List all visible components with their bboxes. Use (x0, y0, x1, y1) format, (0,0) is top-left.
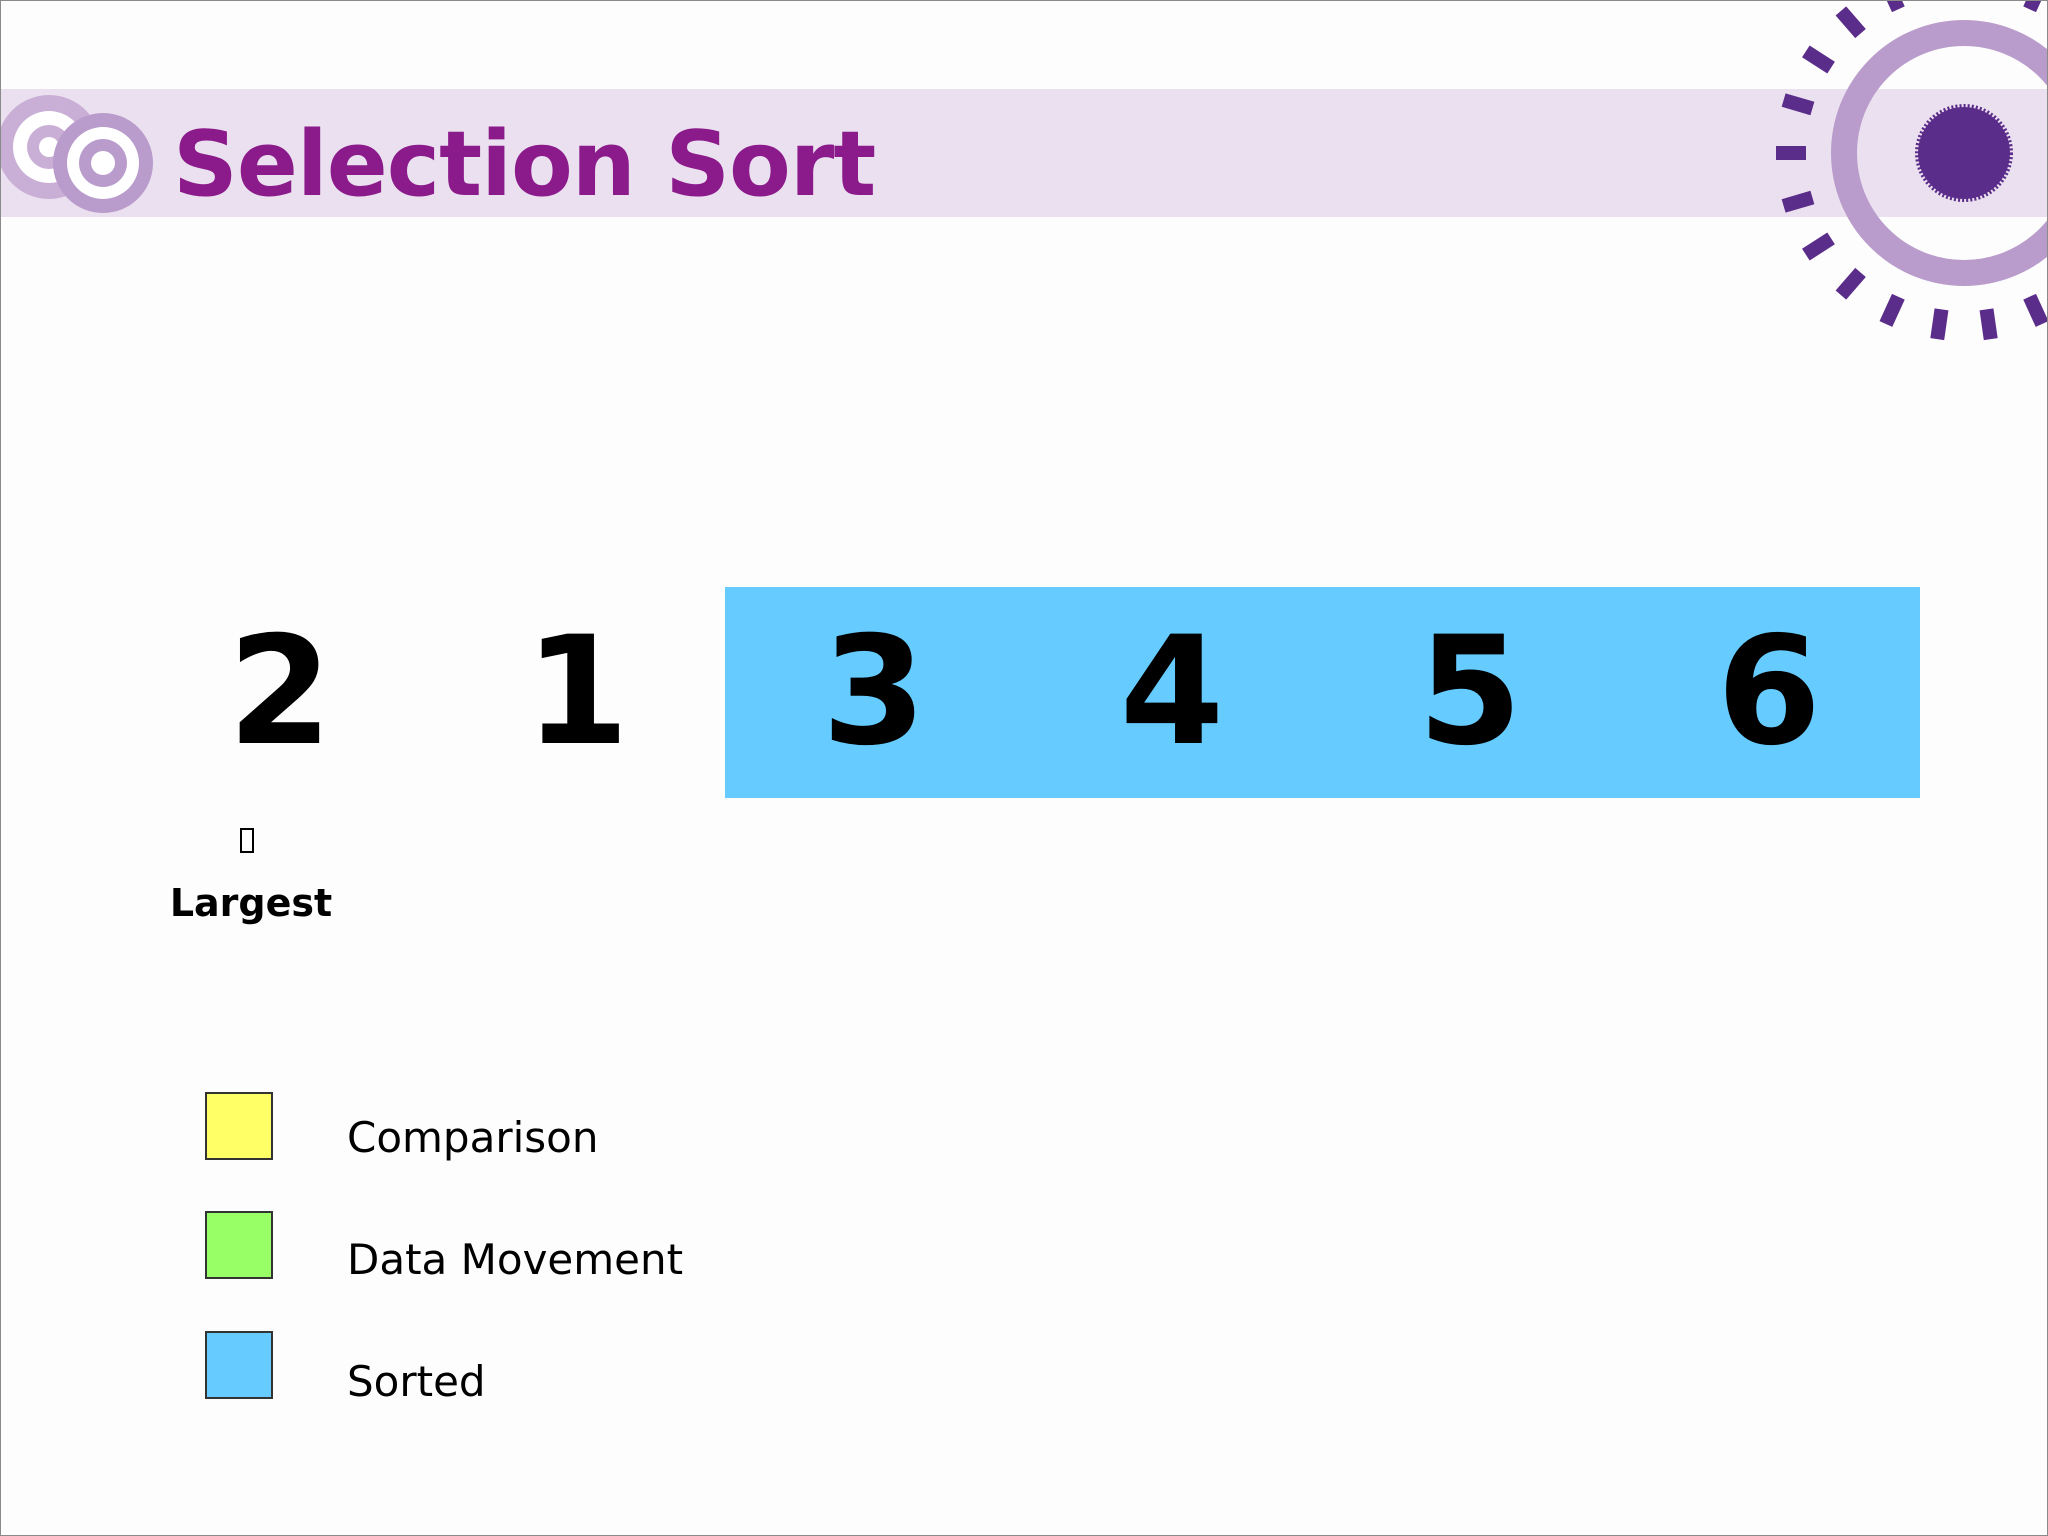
sunburst-dash (1930, 308, 1949, 341)
sunburst-dash (1835, 6, 1866, 39)
sunburst-dash (1781, 93, 1815, 116)
sunburst-dash (2023, 293, 2047, 327)
pointer-arrow-icon (240, 828, 254, 853)
legend-swatch-data-movement (205, 1211, 273, 1279)
legend-label-sorted: Sorted (347, 1357, 486, 1406)
sorted-region (725, 587, 1920, 798)
legend-label-data-movement: Data Movement (347, 1235, 684, 1284)
array-value: 2 (227, 605, 333, 779)
sunburst-dash (1781, 190, 1815, 213)
decorative-sunburst-icon (1776, 1, 2047, 341)
legend-label-comparison: Comparison (347, 1113, 599, 1162)
slide-title: Selection Sort (173, 112, 876, 217)
sunburst-dash (1979, 308, 1998, 341)
largest-marker-label: Largest (169, 881, 333, 925)
sunburst-dash (1802, 232, 1835, 261)
array-value: 6 (1716, 605, 1822, 779)
sunburst-dash (1879, 1, 1905, 13)
legend-swatch-comparison (205, 1092, 273, 1160)
array-value: 1 (524, 605, 630, 779)
sunburst-dash (1879, 293, 1905, 327)
legend-swatch-sorted (205, 1331, 273, 1399)
concentric-circles-logo-icon (1, 95, 153, 213)
sunburst-dash (1802, 45, 1835, 74)
array-value: 3 (821, 605, 927, 779)
array-value: 5 (1417, 605, 1523, 779)
array-value: 4 (1119, 605, 1225, 779)
title-band (1, 89, 2047, 217)
sunburst-dash (1776, 146, 1806, 160)
sunburst-dash (2023, 1, 2047, 13)
sunburst-dash (1835, 267, 1866, 300)
